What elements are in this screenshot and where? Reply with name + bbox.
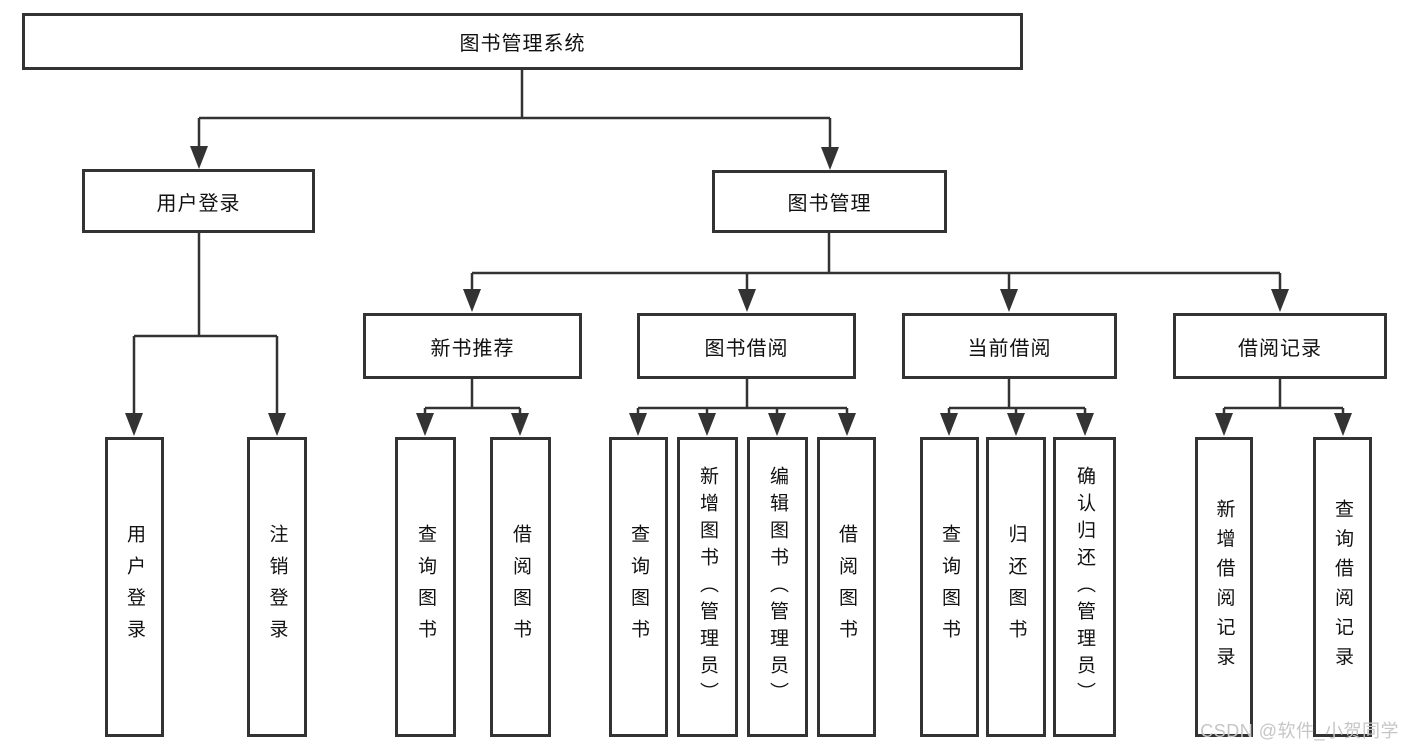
node-user-login-label: 用户登录: [156, 192, 241, 215]
leaf-query-books-borrow: 查询图书: [609, 437, 668, 737]
leaf-borrow-books-recommend: 借阅图书: [490, 437, 551, 737]
node-book-borrow: 图书借阅: [637, 313, 856, 379]
leaf-query-books-borrow-label: 查询图书: [628, 523, 649, 651]
node-book-borrow-label: 图书借阅: [704, 337, 789, 360]
leaf-return-books-label: 归还图书: [1005, 523, 1027, 651]
leaf-query-books-current: 查询图书: [920, 437, 979, 737]
leaf-add-borrow-record: 新增借阅记录: [1195, 437, 1253, 737]
leaf-user-login-label: 用户登录: [124, 523, 145, 651]
leaf-edit-books-admin: 编辑图书（管理员）: [747, 437, 808, 737]
leaf-logout-label: 注销登录: [266, 523, 288, 651]
leaf-query-borrow-record: 查询借阅记录: [1313, 437, 1372, 737]
leaf-query-books-current-label: 查询图书: [939, 523, 960, 651]
leaf-edit-books-admin-label: 编辑图书（管理员）: [767, 465, 788, 709]
node-root-label: 图书管理系统: [459, 33, 586, 55]
leaf-borrow-books-label: 借阅图书: [836, 523, 857, 651]
arrowheads: [125, 146, 1352, 436]
node-borrow-record-label: 借阅记录: [1238, 337, 1322, 360]
leaf-return-books: 归还图书: [986, 437, 1046, 737]
leaf-borrow-books: 借阅图书: [817, 437, 876, 737]
leaf-logout: 注销登录: [247, 437, 307, 737]
leaf-query-books-recommend-label: 查询图书: [415, 523, 436, 651]
node-new-book-recommend-label: 新书推荐: [430, 337, 515, 360]
leaf-query-borrow-record-label: 查询借阅记录: [1332, 498, 1353, 676]
leaf-add-borrow-record-label: 新增借阅记录: [1213, 498, 1235, 676]
node-user-login: 用户登录: [82, 169, 315, 233]
node-borrow-record: 借阅记录: [1173, 313, 1387, 379]
node-current-borrow: 当前借阅: [902, 313, 1117, 379]
leaf-confirm-return-admin-label: 确认归还（管理员）: [1074, 465, 1095, 709]
node-book-management: 图书管理: [712, 170, 947, 233]
leaf-user-login: 用户登录: [105, 437, 164, 737]
leaf-add-books-admin: 新增图书（管理员）: [677, 437, 738, 737]
node-new-book-recommend: 新书推荐: [363, 313, 582, 379]
leaf-query-books-recommend: 查询图书: [395, 437, 456, 737]
leaf-confirm-return-admin: 确认归还（管理员）: [1053, 437, 1116, 737]
node-book-management-label: 图书管理: [787, 193, 872, 215]
leaf-borrow-books-recommend-label: 借阅图书: [510, 523, 531, 651]
node-current-borrow-label: 当前借阅: [967, 337, 1052, 360]
csdn-watermark: CSDN @软件_小贺同学: [1200, 721, 1399, 741]
node-root-system: 图书管理系统: [22, 13, 1023, 70]
leaf-add-books-admin-label: 新增图书（管理员）: [697, 465, 718, 709]
